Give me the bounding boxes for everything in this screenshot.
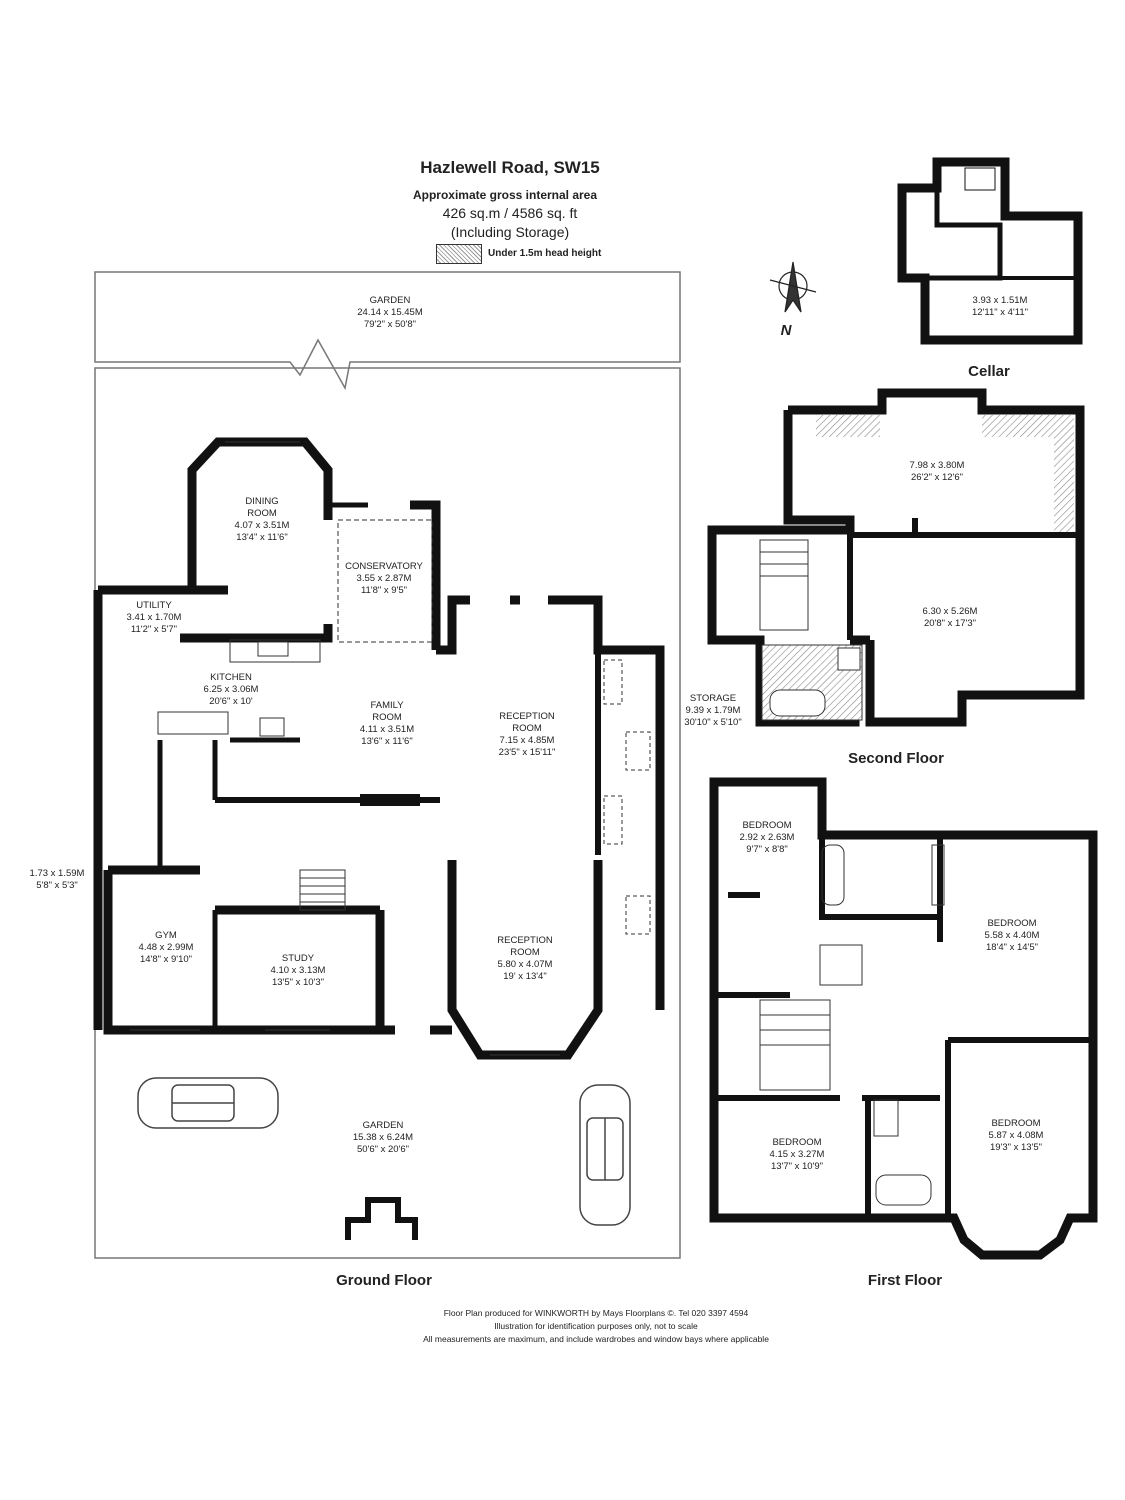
- car-right: [579, 1084, 631, 1226]
- footer-notes: Floor Plan produced for WINKWORTH by May…: [423, 1307, 769, 1346]
- storage-note: (Including Storage): [450, 224, 570, 240]
- conservatory-outline: [337, 519, 433, 643]
- compass-north-label: N: [780, 322, 792, 339]
- footer-line-3: All measurements are maximum, and includ…: [423, 1334, 769, 1344]
- first-floor-fixtures: [759, 844, 945, 1206]
- eaves-left: [816, 415, 880, 437]
- footer-line-2: Illustration for identification purposes…: [494, 1321, 698, 1331]
- second-floor-stairs: [759, 539, 809, 631]
- floor-label-second: Second Floor: [848, 750, 944, 767]
- property-title: Hazlewell Road, SW15: [420, 158, 600, 177]
- ground-staircase: [299, 869, 346, 911]
- head-height-legend-swatch: [436, 244, 482, 264]
- kitchen-counter: [229, 639, 321, 663]
- eaves-right-side: [1054, 437, 1074, 533]
- kitchen-island: [157, 711, 229, 735]
- eaves-right: [982, 415, 1074, 437]
- front-porch: [345, 1197, 418, 1240]
- kitchen-sink: [257, 641, 289, 657]
- cellar-plan: [897, 157, 1083, 345]
- compass-icon: [769, 261, 817, 313]
- floor-label-cellar: Cellar: [968, 363, 1010, 380]
- hob: [259, 717, 285, 737]
- ground-floor-plan: [93, 271, 681, 1259]
- area-heading: Approximate gross internal area: [412, 188, 598, 202]
- shower: [837, 647, 861, 671]
- floor-label-first: First Floor: [867, 1272, 943, 1289]
- bath: [769, 689, 826, 717]
- second-floor-walls: [707, 388, 1085, 727]
- first-floor-plan: [709, 777, 1098, 1260]
- head-height-legend-label: Under 1.5m head height: [488, 248, 602, 259]
- gross-area: 426 sq.m / 4586 sq. ft: [442, 205, 578, 221]
- storage-cupboards: [603, 659, 651, 935]
- car-left: [137, 1077, 279, 1129]
- footer-line-1: Floor Plan produced for WINKWORTH by May…: [443, 1308, 749, 1318]
- ground-windows: [130, 441, 560, 1056]
- rear-garden-outline: [94, 271, 681, 391]
- floor-label-ground: Ground Floor: [336, 1272, 432, 1289]
- second-floor-plan: [707, 388, 1085, 727]
